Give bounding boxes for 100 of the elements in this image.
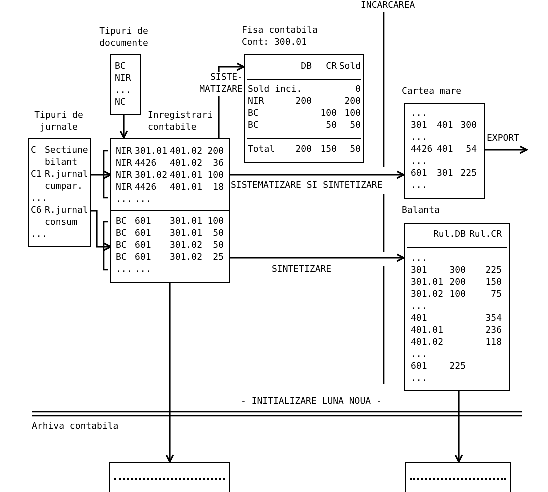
- row-label: Sold inci.: [248, 84, 302, 96]
- arrow: [91, 210, 112, 252]
- amount: 236: [486, 325, 502, 337]
- ellipsis: ...: [411, 132, 428, 144]
- ellipsis: ...: [31, 229, 48, 241]
- debit-account: 4426: [135, 158, 157, 170]
- document-type: BC: [116, 216, 127, 228]
- amount: 100: [320, 108, 337, 120]
- account-number: 4426: [411, 144, 433, 156]
- amount: 150: [320, 144, 337, 156]
- amount: 54: [466, 144, 477, 156]
- box-heading: Cont: 300.01: [242, 37, 308, 49]
- column-header: CR: [326, 61, 337, 73]
- journal-code: C1: [31, 169, 42, 181]
- row-label: Total: [248, 144, 276, 156]
- row-label: BC: [248, 108, 259, 120]
- journal-code: C6: [31, 205, 42, 217]
- amount: 100: [344, 108, 361, 120]
- ellipsis: ...: [135, 194, 152, 206]
- box-heading: Cartea mare: [402, 86, 462, 98]
- journal-name: Sectiune bilant: [45, 145, 89, 169]
- debit-account: 601: [135, 240, 152, 252]
- row-label: BC: [248, 120, 259, 132]
- ellipsis: ...: [116, 264, 132, 276]
- ellipsis: ...: [411, 373, 428, 385]
- account-number: 301.01: [411, 277, 444, 289]
- ellipsis: ...: [411, 156, 428, 168]
- debit-account: 4426: [135, 182, 157, 194]
- document-type: NIR: [116, 146, 132, 158]
- account-number: 401: [437, 144, 454, 156]
- ellipsis: ...: [116, 194, 132, 206]
- amount: 200: [208, 146, 224, 158]
- account-number: 301: [411, 265, 428, 277]
- account-number: 601: [411, 361, 428, 373]
- box-heading: Tipuri de documente: [98, 26, 150, 50]
- amount: 50: [350, 144, 361, 156]
- ellipsis: ...: [411, 301, 428, 313]
- debit-account: 601: [135, 228, 152, 240]
- account-number: 301.02: [411, 289, 444, 301]
- amount: 200: [450, 277, 466, 289]
- amount: 50: [350, 120, 361, 132]
- account-number: 401.01: [411, 325, 444, 337]
- amount: 150: [486, 277, 502, 289]
- amount: 200: [296, 96, 312, 108]
- arrow: [120, 115, 128, 139]
- credit-account: 401.01: [170, 182, 203, 194]
- box-heading: Fisa contabila: [242, 25, 318, 37]
- amount: 75: [491, 289, 502, 301]
- column-header: Sold: [339, 61, 361, 73]
- credit-account: 301.01: [170, 228, 203, 240]
- box-heading: Balanta: [402, 205, 440, 217]
- ellipsis: ...: [115, 85, 132, 97]
- arrow: [229, 170, 405, 180]
- credit-account: 301.02: [170, 240, 203, 252]
- journal-code: C: [31, 145, 36, 157]
- box-heading: Inregistrari contabile: [148, 110, 214, 134]
- amount: 50: [213, 240, 224, 252]
- amount: 200: [296, 144, 312, 156]
- credit-account: 401.02: [170, 146, 203, 158]
- amount: 225: [486, 265, 502, 277]
- amount: 18: [213, 182, 224, 194]
- document-type: BC: [116, 240, 127, 252]
- amount: 100: [208, 216, 224, 228]
- arrow: [166, 283, 174, 463]
- amount: 25: [213, 252, 224, 264]
- account-number: 301: [437, 168, 454, 180]
- amount: 354: [486, 313, 502, 325]
- amount: 36: [213, 158, 224, 170]
- amount: 200: [344, 96, 361, 108]
- ellipsis: ...: [411, 180, 428, 192]
- document-code: NIR: [115, 73, 132, 85]
- amount: 50: [326, 120, 337, 132]
- account-number: 401: [437, 120, 454, 132]
- credit-account: 401.01: [170, 170, 203, 182]
- debit-account: 301.02: [135, 170, 168, 182]
- document-type: NIR: [116, 182, 132, 194]
- column-header: Rul.DB: [433, 229, 466, 241]
- account-number: 601: [411, 168, 428, 180]
- debit-account: 601: [135, 216, 152, 228]
- amount: 0: [356, 84, 361, 96]
- amount: 300: [450, 265, 466, 277]
- arrow: [485, 146, 528, 154]
- debit-account: 301.01: [135, 146, 168, 158]
- ellipsis: ...: [411, 349, 428, 361]
- account-number: 401.02: [411, 337, 444, 349]
- journal-name: R.jurnal consum: [45, 205, 89, 229]
- row-label: NIR: [248, 96, 264, 108]
- ellipsis: ...: [411, 253, 428, 265]
- credit-account: 401.02: [170, 158, 203, 170]
- archive-box: [405, 462, 511, 492]
- account-number: 301: [411, 120, 428, 132]
- credit-account: 301.01: [170, 216, 203, 228]
- document-code: BC: [115, 61, 126, 73]
- box-heading: Tipuri de jurnale: [34, 110, 84, 134]
- amount: 300: [460, 120, 477, 132]
- archive-box: [109, 462, 230, 492]
- credit-account: 301.02: [170, 252, 203, 264]
- arrow: [454, 391, 464, 463]
- edge-label: SISTE- MATIZARE: [197, 72, 243, 96]
- amount: 100: [450, 289, 466, 301]
